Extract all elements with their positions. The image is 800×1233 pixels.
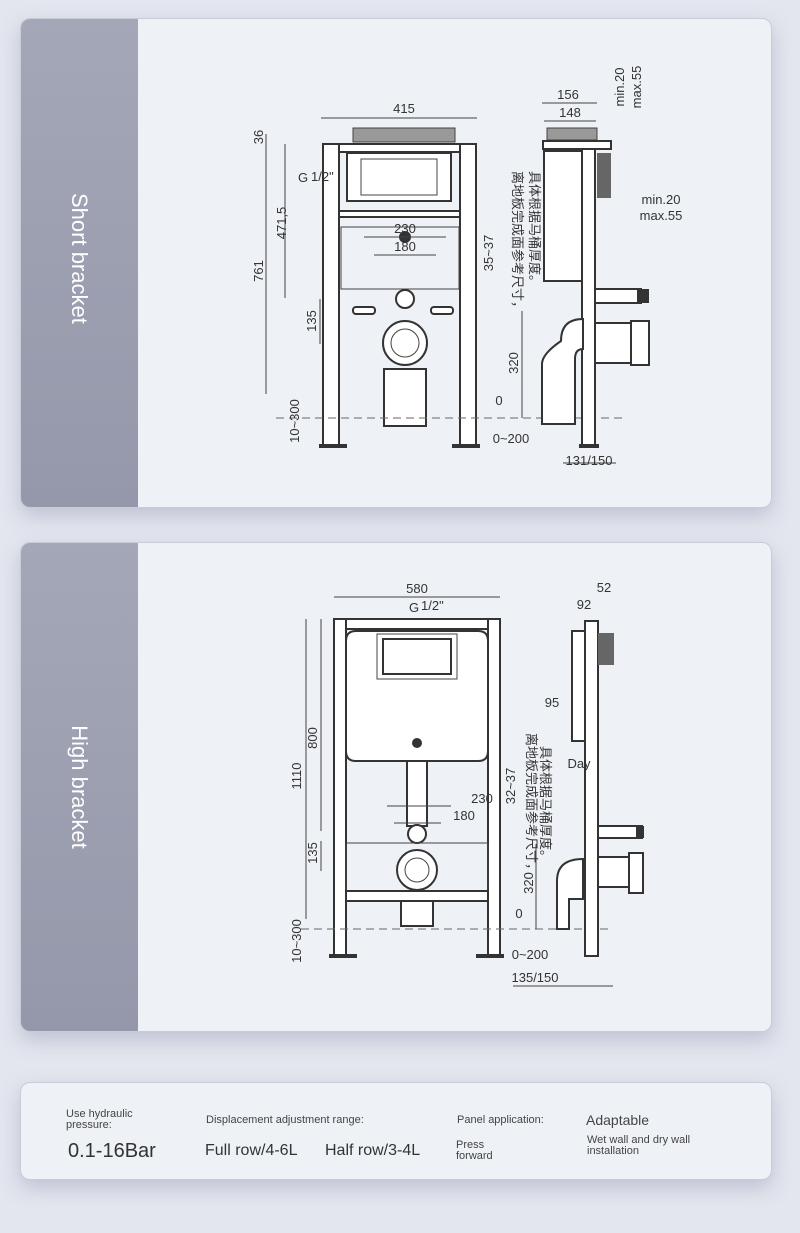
note-line-2: 具体根据马桶厚度。 [538, 746, 553, 863]
note-line-1: 离地板完成面参考尺寸， [524, 733, 539, 876]
dim-width: 415 [393, 101, 415, 116]
dim-leg-range: 10~300 [289, 919, 304, 963]
side-view [541, 127, 650, 448]
dim-180: 180 [394, 239, 416, 254]
high-bracket-card: High bracket [20, 542, 772, 1032]
dim-135: 135 [305, 842, 320, 864]
short-bracket-card: Short bracket [20, 18, 772, 508]
dim-zero: 0 [515, 906, 522, 921]
side-strip [21, 19, 138, 507]
dim-800: 800 [305, 727, 320, 749]
dim-156: 156 [557, 87, 579, 102]
dim-flush-height: 471,5 [274, 207, 289, 240]
dim-135: 135 [304, 310, 319, 332]
dim-52: 52 [597, 580, 611, 595]
dim-range: 35~37 [481, 235, 496, 272]
dimension-lines [305, 596, 613, 987]
high-bracket-drawing: 580 G 1/2" 1110 800 135 10~300 230 180 3… [289, 580, 644, 987]
pressure-label: Use hydraulic pressure: [66, 1108, 133, 1131]
dim-320: 320 [506, 352, 521, 374]
dim-frac: 1/2" [311, 169, 334, 184]
dim-top-max: max.55 [629, 66, 644, 109]
dim-depth: 135/150 [512, 970, 559, 985]
dim-frac: 1/2" [421, 598, 444, 613]
short-bracket-drawing: 415 36 761 471,5 G 1/2" 230 180 135 35~3… [251, 66, 683, 468]
front-view [276, 127, 626, 448]
dim-320: 320 [521, 872, 536, 894]
side-strip [21, 543, 138, 1031]
dimension-lines [265, 102, 616, 464]
dim-right-max: max.55 [640, 208, 683, 223]
dim-range: 32~37 [503, 768, 518, 805]
dim-180: 180 [453, 808, 475, 823]
adaptable-value: Wet wall and dry wall installation [587, 1134, 691, 1157]
dim-height: 1110 [289, 763, 304, 790]
full-row-value: Full row/4-6L [205, 1142, 298, 1159]
dim-g: G [409, 600, 419, 615]
adaptable-label: Adaptable [586, 1112, 650, 1128]
panel-value: Press forward [456, 1139, 493, 1162]
displacement-label: Displacement adjustment range: [206, 1114, 364, 1126]
dim-floor-range: 0~200 [512, 947, 549, 962]
dim-floor-range: 0~200 [493, 431, 530, 446]
panel-label: Panel application: [457, 1114, 544, 1126]
dim-width: 580 [406, 581, 428, 596]
dim-92: 92 [577, 597, 591, 612]
dim-230: 230 [394, 221, 416, 236]
dim-148: 148 [559, 105, 581, 120]
front-view [301, 618, 611, 958]
note-line-2: 具体根据马桶厚度。 [527, 171, 542, 288]
dim-95: 95 [545, 695, 559, 710]
side-view [556, 620, 644, 957]
dim-g: G [298, 170, 308, 185]
dim-230: 230 [471, 791, 493, 806]
dim-zero: 0 [495, 393, 502, 408]
specs-card: Use hydraulic pressure: 0.1-16Bar Displa… [20, 1082, 772, 1180]
dim-depth: 131/150 [566, 453, 613, 468]
dim-right-min: min.20 [641, 192, 680, 207]
pressure-value: 0.1-16Bar [68, 1140, 156, 1162]
dim-height: 761 [251, 260, 266, 282]
dim-top: 36 [251, 130, 266, 144]
dim-top-min: min.20 [612, 67, 627, 106]
half-row-value: Half row/3-4L [325, 1142, 421, 1159]
dim-leg-range: 10~300 [287, 399, 302, 443]
dim-day: Day [567, 756, 591, 771]
note-line-1: 离地板完成面参考尺寸， [510, 171, 525, 314]
